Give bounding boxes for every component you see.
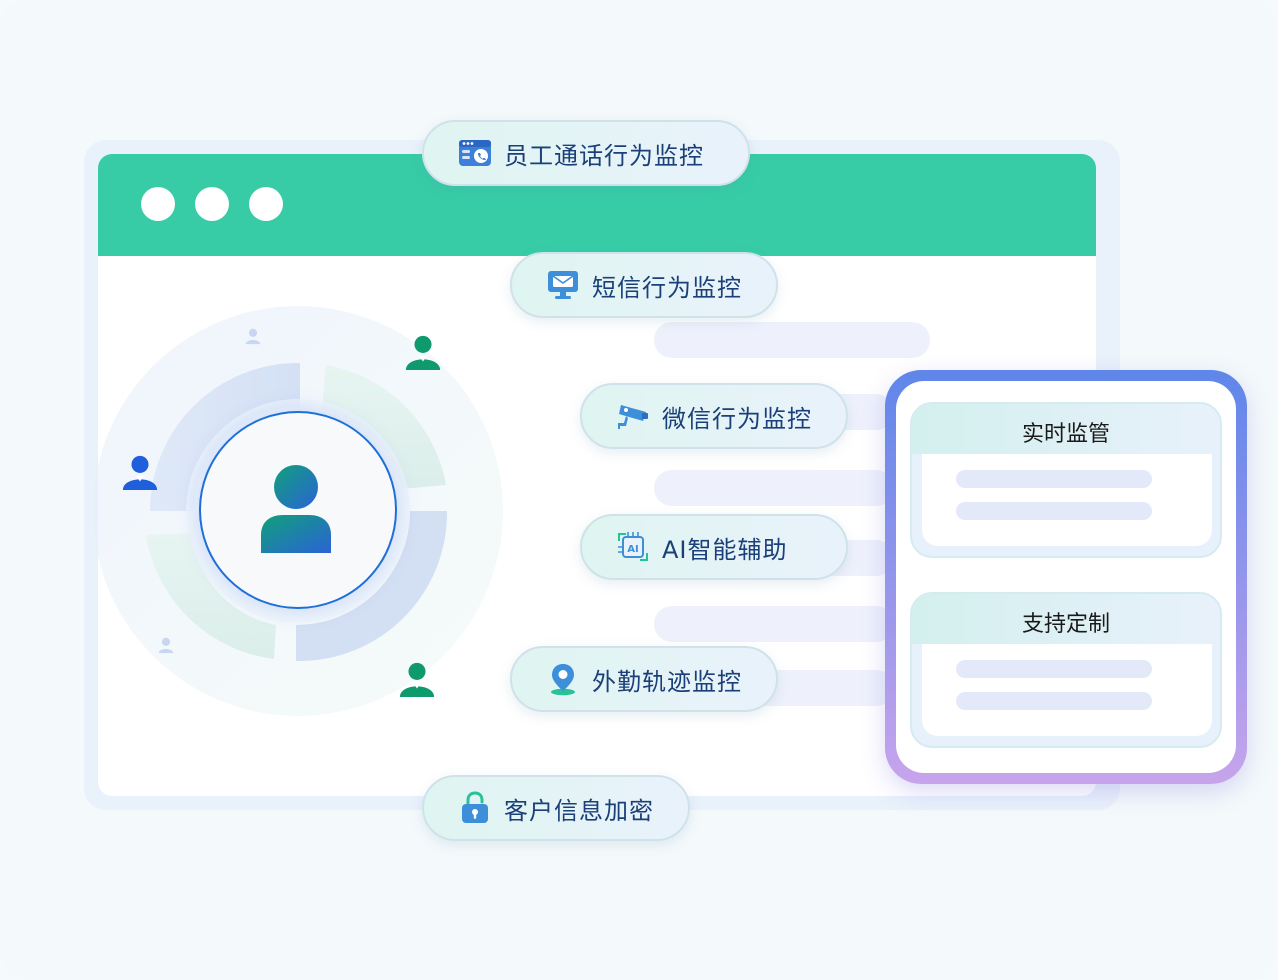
ai-chip-icon: AI xyxy=(616,530,650,564)
card-placeholder-line xyxy=(956,470,1152,488)
placeholder-bar xyxy=(654,470,894,506)
card-title: 支持定制 xyxy=(1021,612,1110,637)
panel-card-realtime[interactable]: 实时监管 xyxy=(910,402,1222,558)
svg-text:AI: AI xyxy=(627,544,638,555)
card-placeholder-line xyxy=(956,692,1152,710)
user-icon-small xyxy=(245,328,261,345)
feature-label: 短信行为监控 xyxy=(592,273,742,302)
placeholder-bar xyxy=(654,322,930,358)
feature-label: AI智能辅助 xyxy=(662,535,788,564)
window-close-dot[interactable] xyxy=(141,187,175,221)
window-minimize-dot[interactable] xyxy=(195,187,229,221)
central-avatar xyxy=(199,411,397,609)
feature-pill-call-monitor[interactable]: 员工通话行为监控 xyxy=(422,120,750,186)
user-icon-green xyxy=(399,662,435,698)
card-title: 实时监管 xyxy=(1021,422,1110,447)
card-body xyxy=(922,454,1212,546)
location-pin-icon xyxy=(546,662,580,696)
window-maximize-dot[interactable] xyxy=(249,187,283,221)
feature-pill-wechat-monitor[interactable]: 微信行为监控 xyxy=(580,383,848,449)
user-icon-blue xyxy=(122,455,158,491)
feature-pill-sms-monitor[interactable]: 短信行为监控 xyxy=(510,252,778,318)
message-monitor-icon xyxy=(546,268,580,302)
card-body xyxy=(922,644,1212,736)
feature-label: 微信行为监控 xyxy=(662,404,812,433)
padlock-icon xyxy=(458,791,492,825)
user-icon-green xyxy=(405,335,441,371)
camera-surveillance-icon xyxy=(616,399,650,433)
card-placeholder-line xyxy=(956,502,1152,520)
feature-label: 员工通话行为监控 xyxy=(504,141,704,170)
phone-call-window-icon xyxy=(458,136,492,170)
feature-pill-data-encryption[interactable]: 客户信息加密 xyxy=(422,775,690,841)
feature-pill-field-trace[interactable]: 外勤轨迹监控 xyxy=(510,646,778,712)
card-placeholder-line xyxy=(956,660,1152,678)
panel-card-customizable[interactable]: 支持定制 xyxy=(910,592,1222,748)
user-icon-small xyxy=(158,637,174,654)
feature-pill-ai-assist[interactable]: AI AI智能辅助 xyxy=(580,514,848,580)
card-header xyxy=(912,594,1220,644)
placeholder-bar xyxy=(654,606,894,642)
card-header xyxy=(912,404,1220,454)
feature-label: 客户信息加密 xyxy=(504,796,654,825)
feature-label: 外勤轨迹监控 xyxy=(592,667,742,696)
user-avatar-icon xyxy=(261,465,331,553)
